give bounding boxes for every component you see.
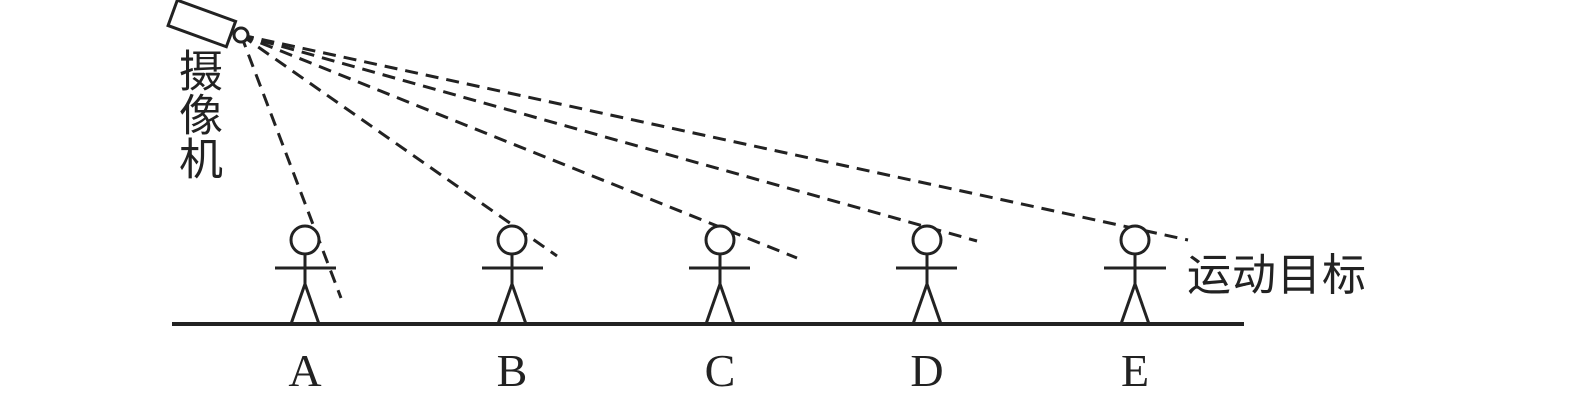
stick-figure-a	[275, 224, 336, 325]
stick-figure-b	[482, 224, 543, 325]
stick-figure-d	[896, 224, 957, 325]
position-label-a: A	[288, 345, 322, 396]
position-label-d: D	[910, 345, 944, 396]
position-label-e: E	[1120, 345, 1150, 396]
sight-lines	[239, 33, 1189, 299]
sight-line-a	[239, 34, 343, 299]
sight-line-c	[240, 33, 798, 260]
camera-label: 摄像机	[171, 48, 222, 180]
camera-icon	[166, 0, 250, 49]
stick-figure-c	[689, 224, 750, 325]
stick-figure-e	[1104, 224, 1166, 325]
sight-line-b	[240, 33, 558, 258]
position-label-b: B	[496, 345, 528, 396]
sight-line-e	[240, 33, 1189, 242]
figures	[275, 224, 1166, 325]
position-label-c: C	[704, 345, 736, 396]
moving-target-label: 运动目标	[1187, 250, 1367, 301]
sight-line-d	[240, 33, 978, 243]
